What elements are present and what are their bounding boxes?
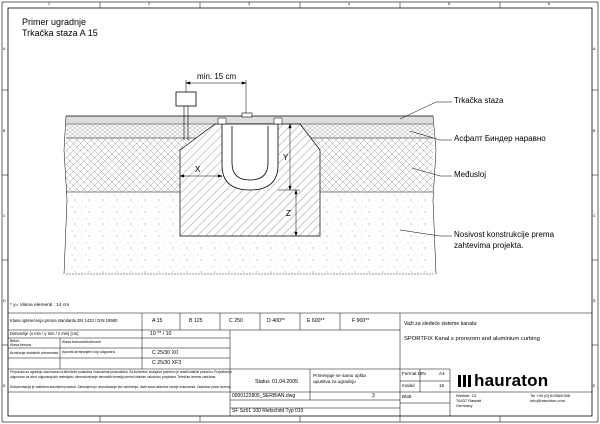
dimension-label: min. 15 cm [197,72,237,81]
col-number-2: 2 [148,2,150,6]
col-number-4: 4 [348,2,350,6]
load-class-d400: D 400** [267,318,285,324]
load-class-label: Klasa opterećenja prema standardu EN 143… [10,318,118,323]
row-letter-b-right: B [593,129,596,133]
track-surface [66,116,433,124]
email: info@hauraton.com [530,398,565,403]
system-line: SPORTFIX Kanal s prorezom and aluminium … [404,336,540,342]
channel-slot [241,112,253,118]
address-line2: 76437 Rastatt [456,398,481,403]
label-base-line2: zahtevima projekta. [454,241,524,250]
page-number: 3 [372,393,375,399]
module-label: modul [402,383,415,388]
status-date: 01.04.2005 [272,379,298,385]
channel-body [221,123,279,191]
row-letter-e-right: E [593,384,596,388]
load-class-e600: E 600** [307,318,325,324]
row-letter-e: E [3,384,6,388]
col-number-6: 6 [548,2,550,6]
approval-text-2: uputstva za ugradnju [313,379,356,384]
dimension-x-label: X [195,165,201,174]
channel-inner [231,126,269,181]
status-label: Status [255,379,270,385]
dimension-y-label: Y [283,153,289,162]
drawing-number: 0000122805_SERBIAN.dwg [232,393,296,399]
dimension-z-label: Z [286,209,291,218]
reinforcement-desc: Ispuniti armiranjem koji odgovara [62,350,115,354]
concrete-label-a: Beton [10,339,20,343]
address-line3: Germany [456,403,473,408]
col-number-3: 3 [248,2,250,6]
row-letter-d-right: D [593,299,596,303]
col-number-1: 1 [48,2,50,6]
phone: Tel +49 (0) 6/3369/306 [530,393,571,398]
valid-for-label: Važi za sledeće sisteme kanala: [404,321,478,327]
label-base-line1: Nosivost konstrukcije prema [454,230,555,239]
sheet-label: Blatt [402,394,412,399]
format-label: Format DIN [402,371,426,376]
legal-text-1: Preporuka za ugradnju zasnovana na tehni… [10,370,233,374]
brand-name: hauraton [474,371,549,390]
row-letter-d: D [3,299,6,303]
label-running-track: Trkačka staza [454,96,504,105]
load-class-c250: C 250 [229,318,243,324]
approval-text-1: Primenjuje se samo opšta [313,373,366,378]
hauraton-logo-mark [458,375,471,387]
load-class-f900: F 900** [352,318,370,324]
dimensions-label: Dimenzije (x min / y min / z min) [cm] [10,331,79,336]
col-number-5: 5 [448,2,450,6]
reinforcement-label: Armiranje dodatnih elemenata [10,351,58,355]
module-value: 15 [439,383,445,388]
load-class-b125: B 125 [189,318,203,324]
row-letter-c: C [3,214,6,218]
legal-text-3: Dokumentacija je zaštićena autorskim pra… [10,385,232,389]
reinforcement-value: C 25/30 XF3 [152,360,182,366]
load-class-a15: A 15 [152,318,163,324]
legal-text-2: odgovoran za izbor odgovarajućih materij… [10,375,217,379]
row-letter-a: A [3,47,6,51]
row-letter-c-right: C [593,214,596,218]
page-title-line2: Trkačka staza A 15 [22,28,98,38]
edge-curb [175,91,197,107]
label-intermediate-layer: Međusloj [454,170,487,179]
concrete-desc: Klasa betona/izloženosti [62,340,101,344]
file-reference: SF Sz51 100 Rietschitd Typ 010 [232,408,304,414]
height-note: * y= Visina elementi : 14 cm [10,303,70,308]
format-value: A4 [439,371,445,376]
page-title-line1: Primer ugradnje [22,17,87,27]
row-letter-a-right: A [593,47,596,51]
row-letter-b: B [3,129,6,133]
concrete-label-b: Klasa betona [10,343,31,347]
dimensions-value: 10 ** / 10 [150,331,172,337]
label-asphalt-binder: Асфалт Биндер наравно [454,134,546,143]
concrete-value: C 25/30 X0 [152,350,178,356]
address-line1: Werkstr. 13 [456,393,477,398]
